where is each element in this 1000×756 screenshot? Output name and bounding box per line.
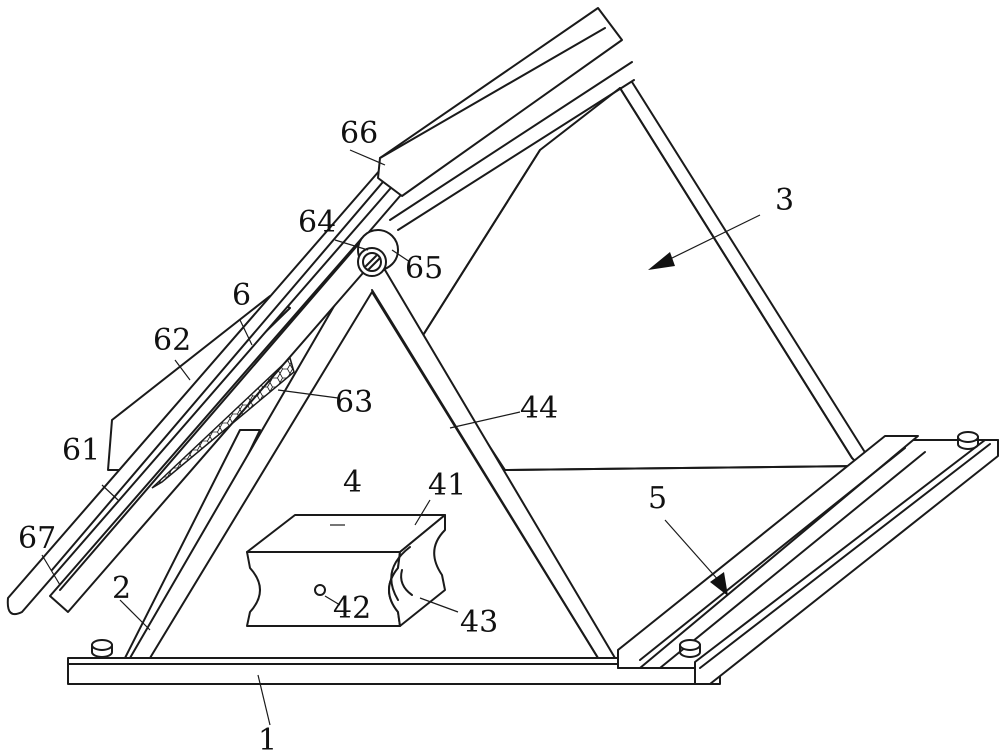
rail-bolt	[679, 639, 701, 658]
label-43: 43	[460, 605, 498, 640]
label-63: 63	[335, 385, 373, 420]
hinge-assembly	[357, 229, 399, 277]
pin-hole	[314, 584, 326, 596]
label-42: 42	[333, 591, 371, 626]
base-plate	[67, 657, 696, 685]
guide-rail	[617, 431, 999, 685]
rear-support-panel	[419, 81, 867, 471]
label-66: 66	[340, 116, 378, 151]
label-4: 4	[343, 465, 362, 500]
label-3: 3	[775, 183, 794, 218]
arrow-3	[648, 214, 761, 270]
label-5: 5	[648, 481, 667, 516]
arrow-5	[664, 519, 728, 596]
label-6: 6	[232, 278, 251, 313]
mesh-pad	[151, 356, 295, 489]
handle-bar	[6, 169, 401, 616]
label-67: 67	[18, 521, 56, 556]
base-bolt	[91, 639, 113, 658]
label-61: 61	[62, 433, 100, 468]
label-1: 1	[258, 723, 277, 756]
label-64: 64	[298, 205, 336, 240]
leader-lines	[41, 149, 521, 726]
label-2: 2	[112, 571, 131, 606]
label-44: 44	[520, 391, 558, 426]
top-plate	[377, 7, 635, 231]
clamp-block	[246, 514, 446, 627]
label-62: 62	[153, 323, 191, 358]
label-41: 41	[428, 468, 466, 503]
rail-bolt	[957, 431, 979, 450]
label-65: 65	[405, 251, 443, 286]
